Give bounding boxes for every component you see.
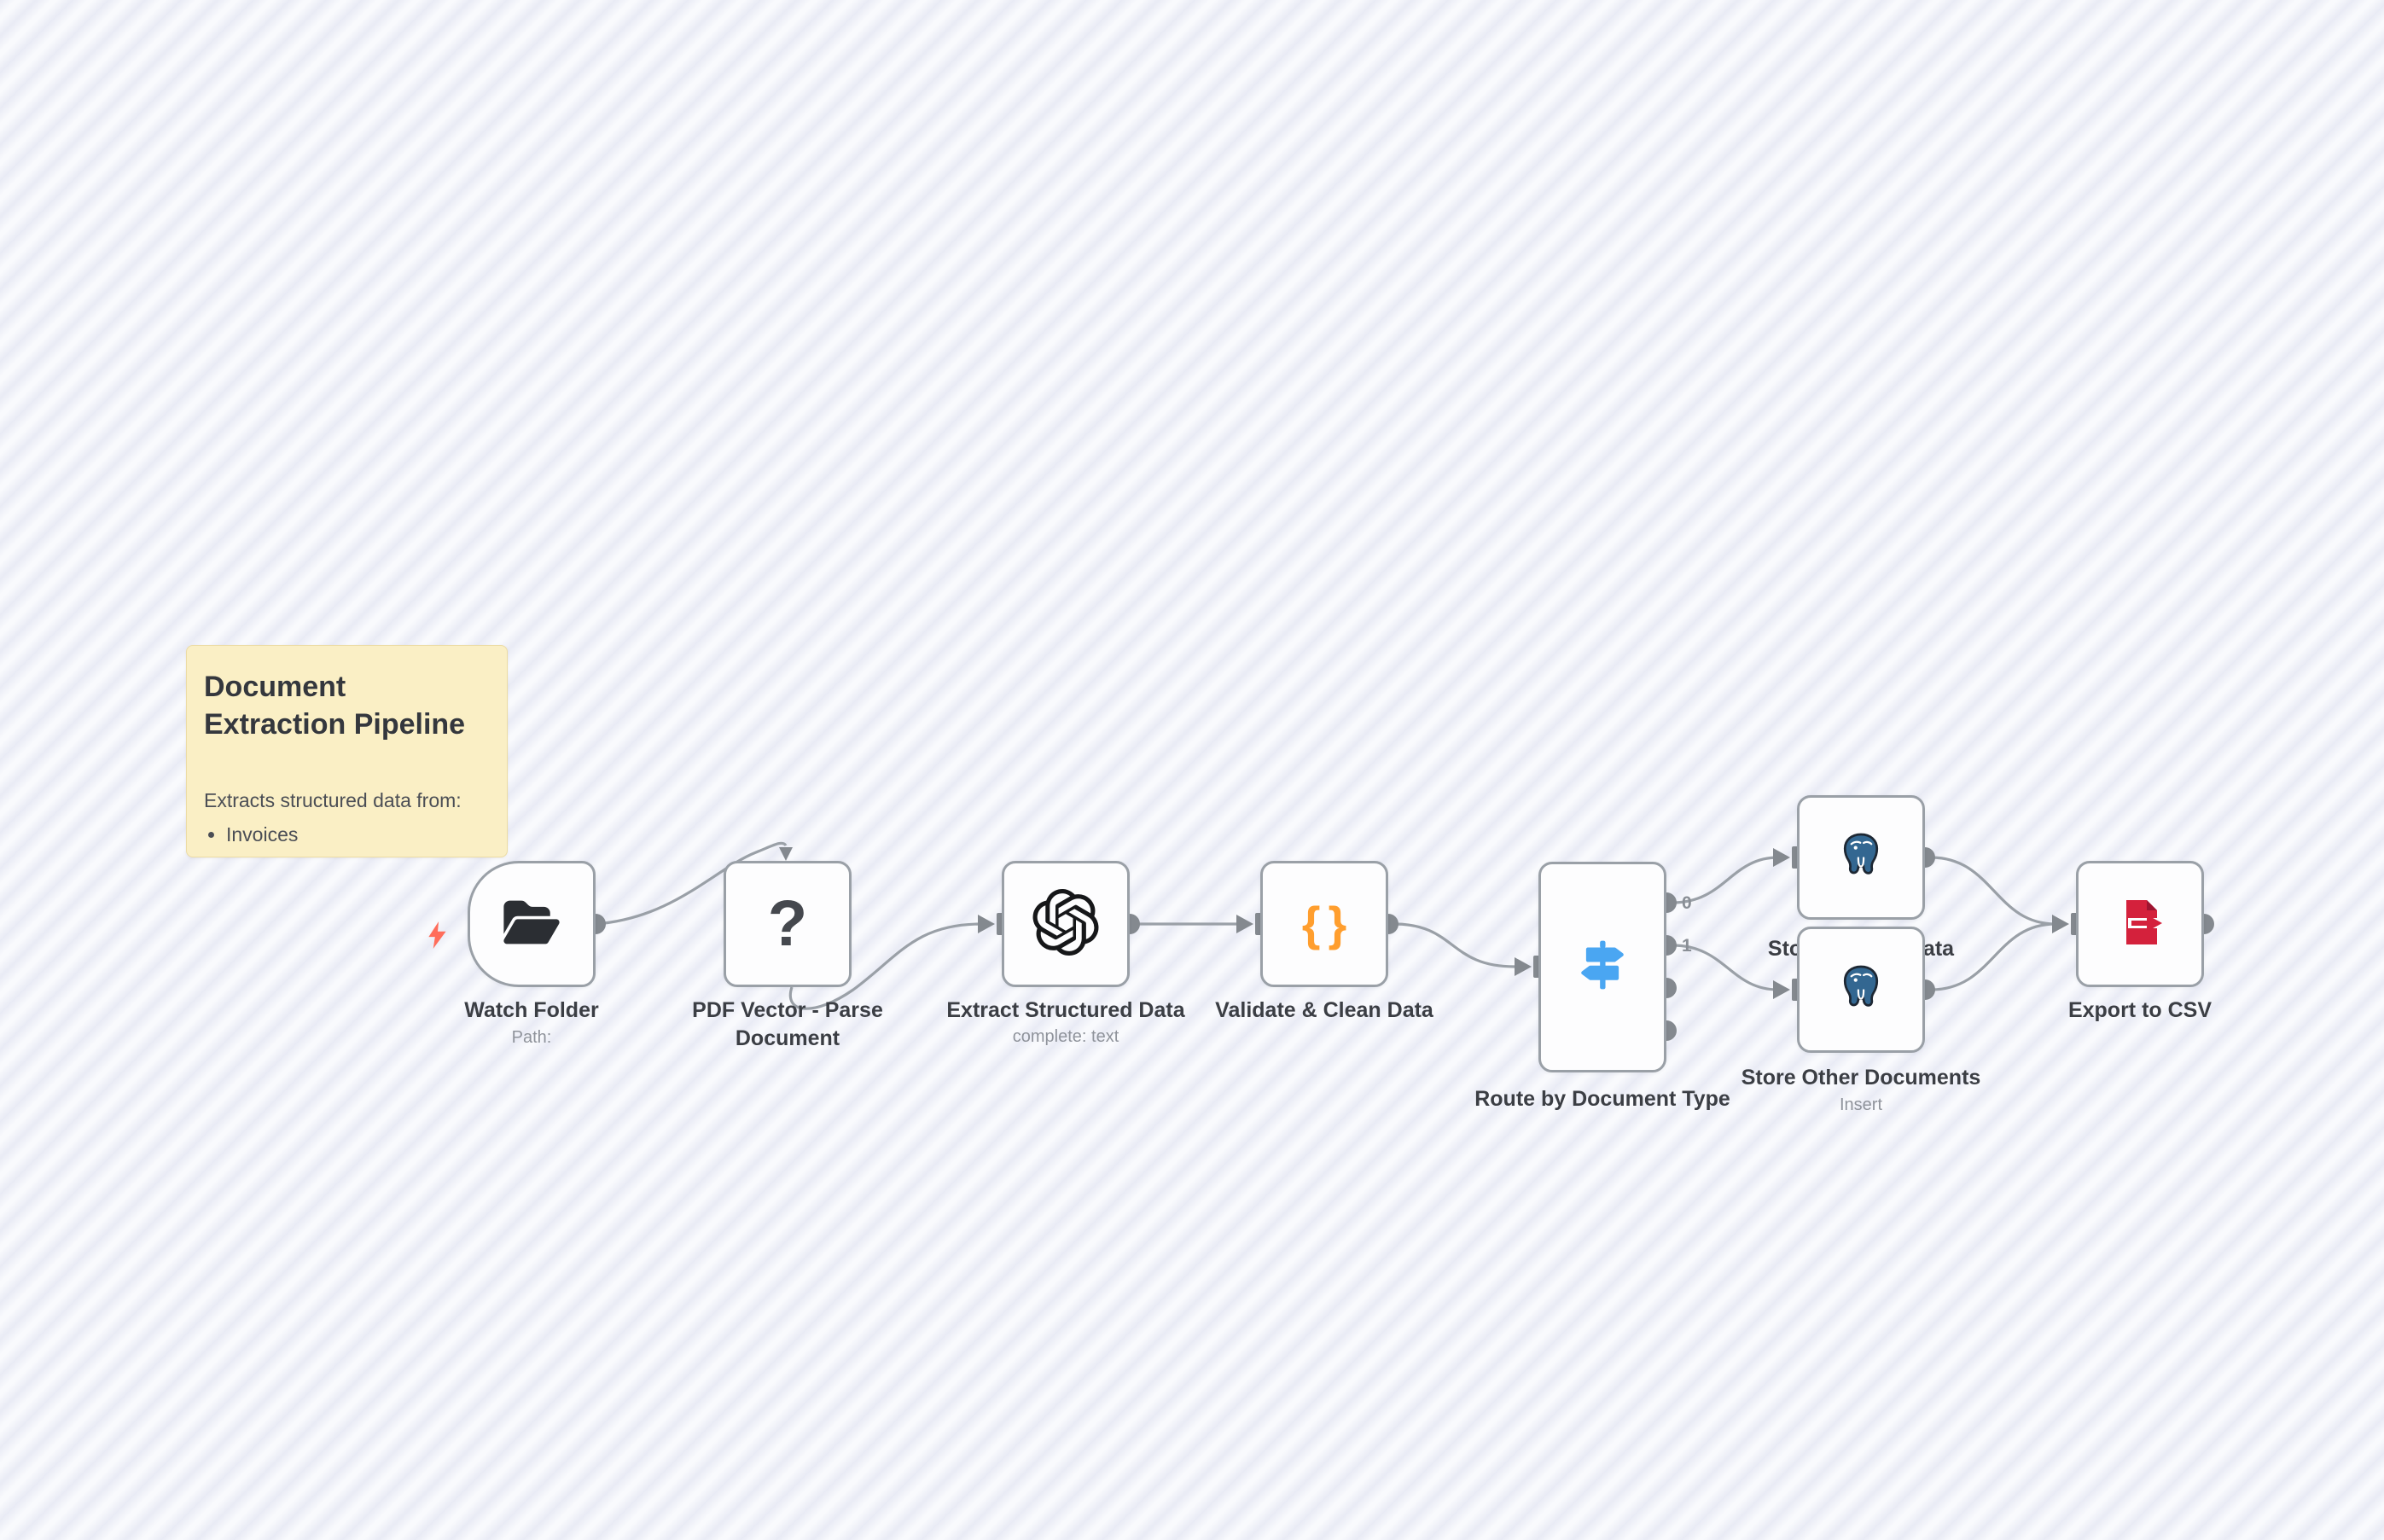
sticky-note-intro: Extracts structured data from: bbox=[204, 789, 462, 811]
file-export-icon bbox=[2113, 895, 2167, 954]
sticky-note-bullet: Contracts bbox=[226, 849, 490, 857]
node-store-invoice-data[interactable] bbox=[1797, 795, 1925, 920]
openai-icon bbox=[1032, 888, 1099, 960]
node-watch-folder[interactable] bbox=[468, 861, 596, 987]
route-output-label-1: 1 bbox=[1682, 936, 1692, 956]
node-subtitle-extract: complete: text bbox=[1012, 1027, 1119, 1046]
sticky-note[interactable]: Document Extraction Pipeline Extracts st… bbox=[186, 645, 508, 857]
question-mark-icon: ? bbox=[767, 887, 808, 960]
node-label-store-other: Store Other Documents bbox=[1741, 1066, 1981, 1090]
node-route-by-document-type[interactable] bbox=[1538, 862, 1666, 1072]
node-store-other-documents[interactable] bbox=[1797, 927, 1925, 1053]
wire-pdf-to-extract[interactable] bbox=[788, 922, 982, 1010]
node-label-watch-folder: Watch Folder bbox=[464, 998, 599, 1022]
switch-signpost-icon bbox=[1573, 936, 1631, 998]
node-label-validate: Validate & Clean Data bbox=[1215, 998, 1433, 1022]
wire-arrow-down-icon bbox=[779, 847, 793, 861]
wire-route0-to-pg-invoice[interactable] bbox=[1672, 856, 1779, 904]
wire-pg-invoice-to-export[interactable] bbox=[1930, 856, 2056, 926]
node-validate-clean-data[interactable]: {} bbox=[1260, 861, 1388, 987]
node-subtitle-store-other: Insert bbox=[1839, 1095, 1883, 1114]
postgres-icon bbox=[1835, 830, 1887, 886]
wire-validate-to-route[interactable] bbox=[1393, 922, 1515, 968]
node-label-export: Export to CSV bbox=[2067, 998, 2212, 1022]
folder-open-icon bbox=[503, 898, 560, 951]
route-output-label-0: 0 bbox=[1682, 893, 1692, 913]
node-subtitle-watch-folder: Path: bbox=[511, 1028, 552, 1047]
wire-pg-other-to-export[interactable] bbox=[1930, 922, 2056, 991]
node-pdf-vector[interactable]: ? bbox=[724, 861, 852, 987]
node-export-to-csv[interactable] bbox=[2076, 861, 2204, 987]
sticky-note-bullet: Invoices bbox=[226, 820, 490, 849]
node-label-route: Route by Document Type bbox=[1474, 1087, 1730, 1111]
node-label-pdf-vector: PDF Vector - Parse Document bbox=[692, 998, 883, 1050]
sticky-note-title: Document Extraction Pipeline bbox=[204, 671, 466, 741]
code-braces-icon: {} bbox=[1301, 897, 1355, 950]
sticky-note-list: Invoices Contracts bbox=[204, 820, 490, 857]
wire-route1-to-pg-other[interactable] bbox=[1672, 944, 1779, 991]
node-label-extract: Extract Structured Data bbox=[946, 998, 1185, 1022]
node-extract-structured-data[interactable] bbox=[1002, 861, 1130, 987]
postgres-icon bbox=[1835, 962, 1887, 1018]
trigger-bolt-icon bbox=[427, 921, 449, 954]
